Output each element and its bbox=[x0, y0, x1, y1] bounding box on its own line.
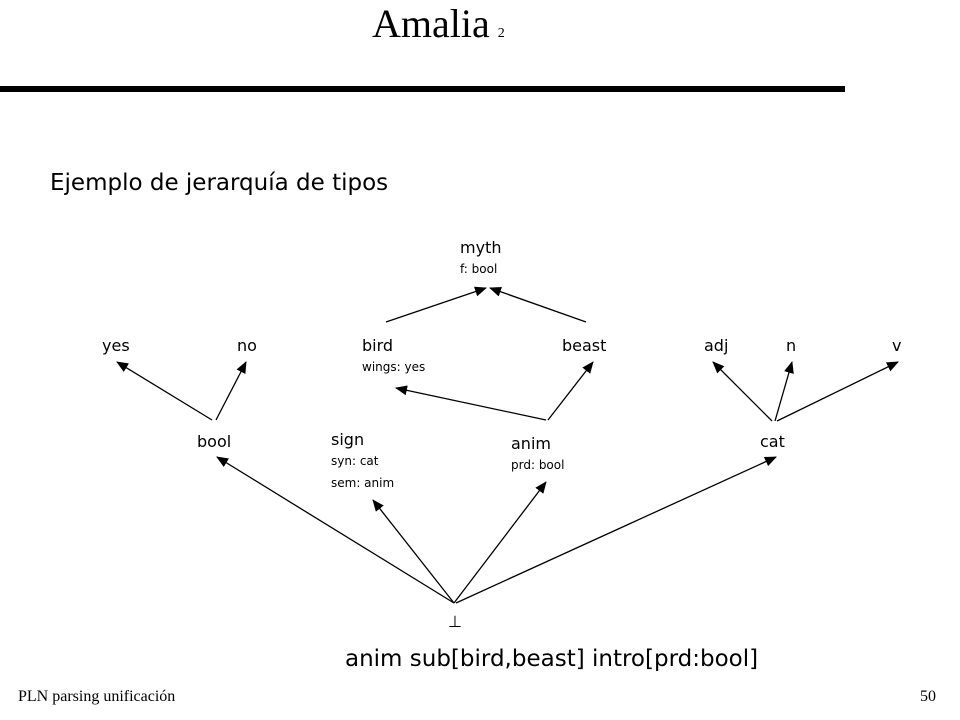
node-yes: yes bbox=[102, 336, 130, 356]
node-yes-name: yes bbox=[102, 336, 130, 355]
node-adj: adj bbox=[704, 336, 728, 356]
node-bool: bool bbox=[197, 432, 231, 452]
node-beast-name: beast bbox=[562, 336, 607, 355]
edge-bottom-to-anim bbox=[453, 481, 547, 604]
title-number: 2 bbox=[497, 26, 505, 41]
node-cat-name: cat bbox=[760, 432, 785, 451]
node-v: v bbox=[892, 336, 901, 356]
node-bottom-name: ⊥ bbox=[448, 612, 462, 631]
node-bird: bird wings: yes bbox=[362, 336, 425, 378]
node-myth: myth f: bool bbox=[460, 238, 501, 280]
node-myth-attr: f: bool bbox=[460, 262, 498, 276]
node-bool-name: bool bbox=[197, 432, 232, 451]
node-bird-name: bird bbox=[362, 336, 394, 355]
edge-bottom-to-bool bbox=[216, 456, 455, 604]
edge-anim-to-beast bbox=[547, 361, 594, 421]
node-n: n bbox=[786, 336, 796, 356]
node-cat: cat bbox=[760, 432, 785, 452]
edge-bool-to-no bbox=[215, 361, 247, 421]
node-no: no bbox=[237, 336, 257, 356]
node-sign: sign syn: cat sem: anim bbox=[331, 430, 394, 494]
edge-anim-to-bird bbox=[395, 385, 547, 421]
edge-beast-to-myth bbox=[489, 286, 587, 323]
edge-cat-to-adj bbox=[712, 361, 773, 422]
node-no-name: no bbox=[237, 336, 257, 355]
page-number: 50 bbox=[920, 688, 936, 705]
node-anim-attr: prd: bool bbox=[511, 458, 565, 472]
slide-title: Amalia 2 bbox=[372, 0, 505, 58]
node-bottom: ⊥ bbox=[448, 612, 462, 632]
node-sign-attr-sem: sem: anim bbox=[331, 476, 395, 490]
node-bird-attr: wings: yes bbox=[362, 360, 426, 374]
node-v-name: v bbox=[892, 336, 902, 355]
node-n-name: n bbox=[786, 336, 797, 355]
edge-bird-to-myth bbox=[385, 286, 487, 323]
node-adj-name: adj bbox=[704, 336, 729, 355]
title-text: Amalia bbox=[372, 1, 490, 46]
node-myth-name: myth bbox=[460, 238, 502, 257]
node-beast: beast bbox=[562, 336, 606, 356]
node-sign-name: sign bbox=[331, 430, 365, 449]
title-rule bbox=[0, 86, 845, 92]
footer-course: PLN parsing unificación bbox=[18, 688, 176, 705]
slide-subtitle: Ejemplo de jerarquía de tipos bbox=[50, 170, 389, 196]
node-sign-attr-syn: syn: cat bbox=[331, 454, 379, 468]
type-definition: anim sub[bird,beast] intro[prd:bool] bbox=[345, 646, 759, 672]
edge-bottom-to-sign bbox=[372, 499, 455, 604]
node-anim-name: anim bbox=[511, 434, 551, 453]
edge-cat-to-n bbox=[774, 361, 794, 422]
edge-bottom-to-cat bbox=[455, 456, 777, 604]
node-anim: anim prd: bool bbox=[511, 434, 564, 476]
edge-bool-to-yes bbox=[116, 361, 213, 421]
edge-cat-to-v bbox=[776, 361, 899, 422]
